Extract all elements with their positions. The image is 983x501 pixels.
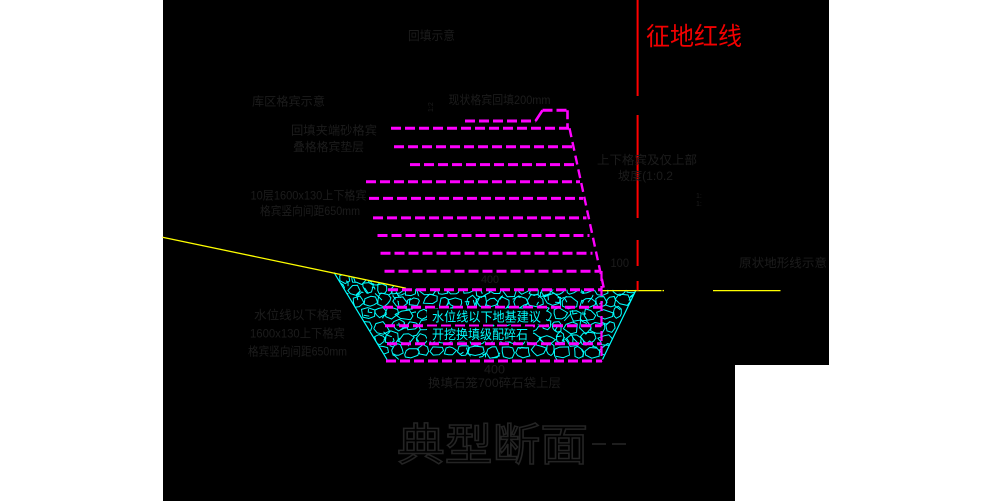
svg-text:回填夹端砂格宾: 回填夹端砂格宾: [291, 123, 377, 138]
svg-text:水位线以下地基建议: 水位线以下地基建议: [432, 310, 541, 325]
svg-text:坡度(1:0.2: 坡度(1:0.2: [618, 168, 673, 183]
svg-text:1600x130上下格宾: 1600x130上下格宾: [250, 326, 345, 341]
svg-text:400: 400: [484, 365, 505, 377]
svg-text:400: 400: [481, 274, 499, 286]
svg-text:水位线以下格宾: 水位线以下格宾: [254, 307, 342, 322]
svg-text:格宾竖向间距650mm: 格宾竖向间距650mm: [260, 203, 360, 218]
svg-text:1:2: 1:2: [428, 102, 435, 112]
svg-text:原状地形线示意: 原状地形线示意: [739, 255, 827, 270]
svg-text:10层1600x130上下格宾: 10层1600x130上下格宾: [251, 188, 367, 203]
svg-text:现状格宾回填200mm: 现状格宾回填200mm: [449, 92, 551, 107]
svg-text:库区格宾示意: 库区格宾示意: [252, 94, 325, 109]
svg-text:回填示意: 回填示意: [408, 28, 455, 43]
svg-text:上下格宾及仅上部: 上下格宾及仅上部: [597, 152, 697, 167]
svg-text:1:: 1:: [696, 193, 702, 200]
svg-text:格宾竖向间距650mm: 格宾竖向间距650mm: [248, 344, 347, 359]
svg-text:叠格格宾垫层: 叠格格宾垫层: [293, 139, 364, 154]
svg-text:开挖换填级配碎石: 开挖换填级配碎石: [432, 327, 528, 342]
svg-text:征地红线: 征地红线: [646, 23, 742, 51]
svg-text:换填石笼700碎石袋上层: 换填石笼700碎石袋上层: [428, 375, 561, 390]
svg-text:典型断面: 典型断面: [397, 421, 588, 470]
svg-text:100: 100: [611, 256, 630, 270]
svg-text:1:: 1:: [696, 201, 702, 208]
